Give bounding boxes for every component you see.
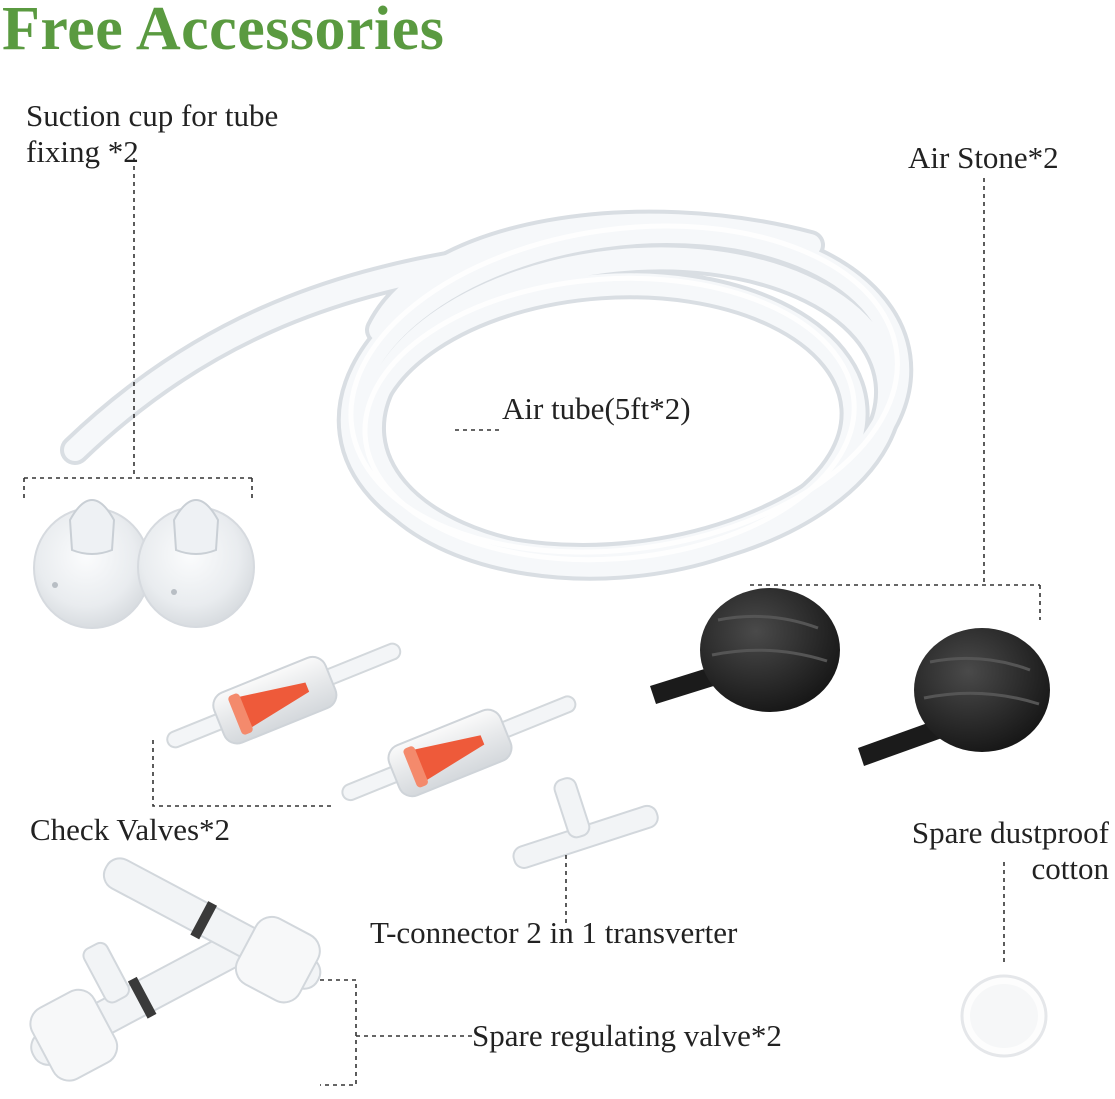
air-stone-1	[650, 588, 840, 712]
label-suction-cup: Suction cup for tube fixing *2	[26, 98, 278, 170]
label-air-stone: Air Stone*2	[908, 140, 1059, 175]
air-stone-2	[858, 628, 1050, 766]
leader-air-stone	[750, 178, 1041, 620]
label-spare-cotton-line1: Spare dustproof	[911, 815, 1109, 850]
suction-cup-right	[137, 499, 255, 628]
label-spare-cotton-line2: cotton	[1031, 851, 1110, 886]
regulating-valve-1	[29, 927, 258, 1082]
label-t-connector: T-connector 2 in 1 transverter	[370, 915, 738, 950]
leader-lines	[23, 158, 1041, 1086]
leader-regulating	[320, 979, 472, 1086]
label-check-valves: Check Valves*2	[30, 812, 231, 847]
label-spare-cotton: Spare dustproof cotton	[912, 815, 1109, 887]
leader-check-valves	[152, 740, 335, 807]
check-valve-1	[166, 642, 402, 749]
dustproof-cotton	[960, 974, 1048, 1058]
leader-suction	[23, 158, 253, 500]
t-connector	[512, 777, 659, 869]
label-suction-cup-line1: Suction cup for tube	[26, 98, 279, 133]
label-regulating-valve: Spare regulating valve*2	[472, 1018, 782, 1053]
suction-cup-left	[33, 499, 151, 629]
label-air-tube: Air tube(5ft*2)	[502, 391, 691, 426]
label-suction-cup-line2: fixing *2	[26, 134, 139, 169]
page-title: Free Accessories	[2, 0, 445, 63]
regulating-valve-2	[102, 857, 322, 1004]
air-tube-coil	[60, 209, 914, 581]
check-valve-2	[341, 695, 577, 802]
